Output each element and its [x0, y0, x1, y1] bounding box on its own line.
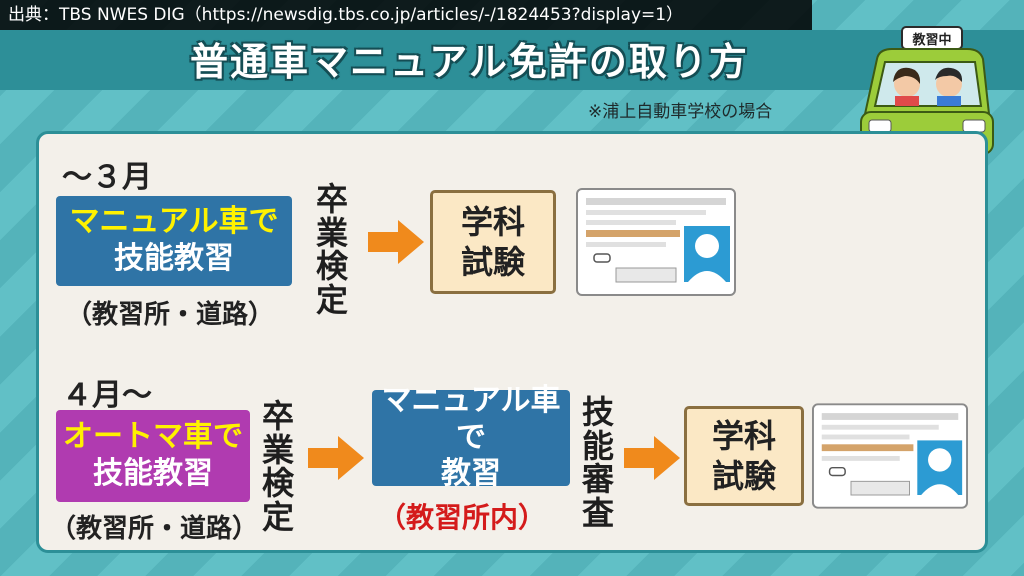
row2-written-test-box: 学科 試験	[684, 406, 804, 506]
row2-inside-school: （教習所内）	[378, 501, 547, 534]
manual-skill-line2: 技能教習	[114, 241, 234, 276]
automatic-skill-box: オートマ車で 技能教習	[56, 410, 250, 502]
automatic-skill-line1: オートマ車で	[63, 419, 243, 455]
row1-test-line2: 試験	[460, 243, 525, 281]
row1-written-test-box: 学科 試験	[430, 190, 556, 294]
row1-location: （教習所・道路）	[66, 300, 275, 330]
car-sign-text: 教習中	[911, 32, 951, 48]
manual-skill-line1: マニュアル車で	[69, 204, 279, 240]
row2-arrow2-icon	[624, 436, 680, 480]
row2-arrow1-icon	[308, 436, 364, 480]
source-caption: 出典：TBS NWES DIG（https://newsdig.tbs.co.j…	[0, 0, 812, 30]
period-from-april: ４月〜	[62, 378, 152, 413]
row1-test-line1: 学科	[460, 203, 525, 241]
row1-arrow-icon	[368, 220, 424, 264]
manual-lesson-line1: マニュアル車で	[381, 383, 561, 455]
manual-lesson-line2: 教習	[441, 456, 501, 492]
page-title: 普通車マニュアル免許の取り方	[190, 40, 749, 84]
manual-lesson-box: マニュアル車で 教習	[372, 383, 570, 491]
note-text: ※浦上自動車学校の場合	[588, 102, 773, 122]
license-card-icon	[576, 188, 736, 296]
row2-location: （教習所・道路）	[50, 514, 259, 544]
row2-test-line1: 学科	[711, 417, 776, 455]
row2-graduation-exam: 卒業検定	[261, 397, 294, 536]
row2-skill-check: 技能審査	[581, 393, 614, 532]
automatic-skill-line2: 技能教習	[93, 456, 213, 491]
license-card-icon	[812, 403, 968, 509]
row2-test-line2: 試験	[711, 457, 776, 495]
period-until-march: 〜３月	[62, 160, 152, 195]
row1-graduation-exam: 卒業検定	[315, 180, 348, 319]
title-band	[0, 30, 1024, 90]
manual-skill-box: マニュアル車で 技能教習	[56, 196, 292, 286]
